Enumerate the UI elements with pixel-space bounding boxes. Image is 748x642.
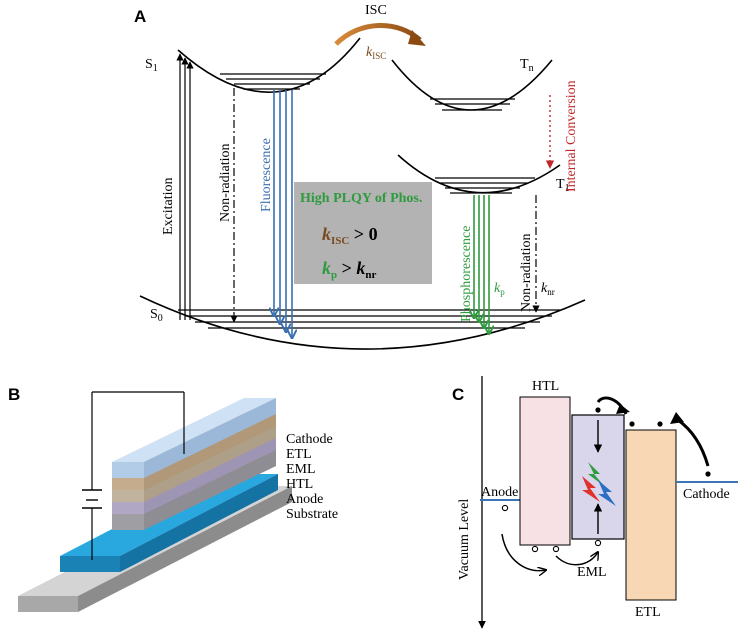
s1-label: S1 — [145, 57, 158, 74]
eml-label: EML — [577, 565, 607, 580]
fluorescence-label: Fluorescence — [259, 138, 274, 212]
electron-hop-arrow-1 — [677, 418, 710, 467]
fluorescence-arrows — [274, 90, 292, 338]
s0-label: S0 — [150, 307, 163, 324]
s0-vibrational-levels — [178, 309, 560, 329]
panel-a: A ISC kISC S1 Tn T1 — [134, 3, 586, 350]
phosphorescence-label: Phosphorescence — [459, 226, 474, 322]
holes — [501, 504, 602, 553]
anode-label: Anode — [481, 485, 518, 500]
kp-condition: kp > knr — [322, 258, 377, 281]
k-isc-label: kISC — [366, 45, 386, 61]
hole-hop-arrow-1 — [501, 533, 546, 571]
electron-hop-arrowhead-1 — [670, 412, 684, 424]
circuit-wires — [91, 391, 185, 560]
battery-icon — [82, 489, 102, 509]
cathode-label: Cathode — [683, 487, 730, 502]
panel-b-letter: B — [8, 385, 20, 404]
layer-label-etl: ETL — [286, 447, 312, 462]
layer-label-htl: HTL — [286, 477, 313, 492]
panel-b: B — [8, 385, 338, 612]
electron-hop-arrowhead-2 — [616, 404, 630, 414]
high-plqy-title: High PLQY of Phos. — [300, 191, 422, 206]
tn-vibrational-levels — [430, 98, 515, 111]
panel-c-letter: C — [452, 385, 464, 404]
layer-label-anode: Anode — [286, 492, 323, 507]
isc-arrow-head — [408, 30, 426, 46]
s0-curve — [139, 295, 586, 350]
internal-conversion-label: Internal Conversion — [564, 80, 579, 192]
nonrad-right-label: Non-radiation — [519, 233, 534, 312]
layer-label-cathode: Cathode — [286, 432, 333, 447]
hole-hop-arrow-2 — [555, 552, 598, 566]
etl-box — [625, 429, 677, 601]
k-isc-condition: kISC > 0 — [322, 224, 378, 247]
phosphorescence-arrows — [474, 195, 489, 334]
htl-box — [519, 396, 571, 546]
tn-label: Tn — [520, 57, 534, 74]
panel-a-letter: A — [134, 7, 146, 26]
s1-vibrational-levels — [220, 73, 326, 90]
htl-label: HTL — [532, 379, 559, 394]
kp-label: kp — [494, 281, 505, 297]
knr-label: knr — [541, 281, 555, 297]
electrons — [595, 407, 711, 477]
vacuum-level-label: Vacuum Level — [457, 499, 472, 580]
isc-arrow — [334, 23, 422, 46]
panel-c: C Vacuum Level Anode HTL EML ETL Cathode — [452, 376, 738, 629]
layer-label-eml: EML — [286, 462, 316, 477]
etl-label: ETL — [635, 605, 661, 620]
t1-vibrational-levels — [435, 177, 535, 194]
excitation-label: Excitation — [161, 177, 176, 235]
nonrad-left-label: Non-radiation — [218, 143, 233, 222]
layer-label-substrate: Substrate — [286, 507, 338, 522]
emission-lightning-icon — [582, 462, 616, 506]
cathode-stack — [112, 398, 276, 478]
high-plqy-box: High PLQY of Phos. kISC > 0 kp > knr — [294, 182, 432, 284]
isc-label: ISC — [365, 3, 387, 18]
t1-label: T1 — [556, 177, 570, 194]
excitation-arrows — [176, 53, 194, 320]
